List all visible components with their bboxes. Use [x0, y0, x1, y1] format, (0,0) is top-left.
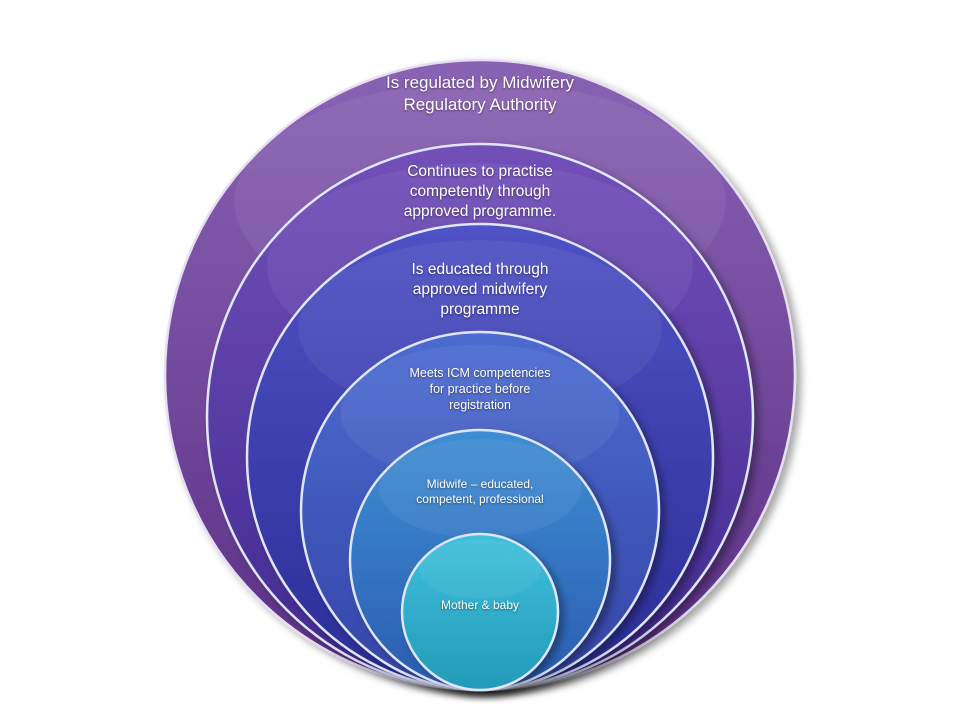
- label-line: programme: [440, 300, 520, 318]
- ring-label-continues-practise: Continues to practise competently throug…: [340, 162, 620, 221]
- label-line: registration: [449, 398, 511, 412]
- label-line: Is regulated by Midwifery: [385, 73, 575, 92]
- label-line: approved programme.: [403, 202, 557, 220]
- ring-6-highlight: [419, 539, 541, 599]
- label-line: Midwife – educated,: [426, 477, 534, 491]
- label-line: Continues to practise: [407, 163, 553, 180]
- ring-label-regulated: Is regulated by Midwifery Regulatory Aut…: [320, 72, 640, 116]
- label-line: Meets ICM competencies: [409, 366, 551, 380]
- ring-label-midwife: Midwife – educated, competent, professio…: [380, 477, 580, 508]
- ring-label-educated: Is educated through approved midwifery p…: [360, 260, 600, 319]
- ring-5-highlight: [378, 439, 582, 538]
- label-line: for practice before: [429, 382, 531, 396]
- label-line: competently through: [409, 182, 551, 200]
- ring-6-circle: [400, 532, 560, 692]
- label-line: Is educated through: [411, 261, 549, 278]
- label-line: competent, professional: [416, 492, 544, 507]
- label-line: Regulatory Authority: [403, 94, 557, 114]
- ring-4-highlight: [340, 344, 620, 481]
- ring-label-mother-baby: Mother & baby: [400, 598, 560, 613]
- label-line: Mother & baby: [440, 598, 520, 612]
- ring-label-icm-competencies: Meets ICM competencies for practice befo…: [360, 365, 600, 413]
- label-line: approved midwifery: [412, 280, 548, 298]
